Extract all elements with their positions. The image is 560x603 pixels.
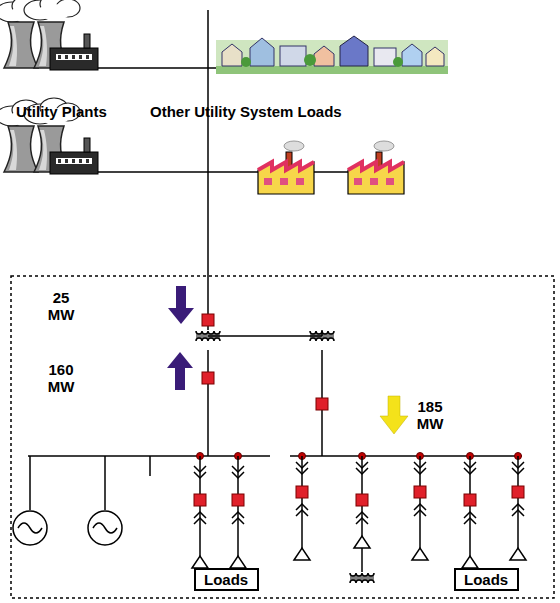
drawout-contact [414, 510, 426, 516]
one-line-diagram [310, 331, 334, 341]
feeder-group [192, 453, 526, 573]
load-symbol [412, 548, 428, 560]
power-value: 160 MW [38, 361, 84, 395]
one-line-diagram [202, 372, 214, 384]
one-line-diagram [202, 314, 214, 326]
facility-wires [149, 456, 151, 476]
drawout-contact [464, 518, 476, 524]
drawout-contact [232, 518, 244, 524]
drawout-contact [356, 468, 368, 474]
load-symbol [462, 556, 478, 568]
facility-wires [28, 320, 522, 510]
town-illustration [426, 47, 444, 66]
utility-wires [207, 10, 209, 314]
drawout-contact [194, 518, 206, 524]
load-label: Loads [204, 571, 249, 588]
circuit-breaker [414, 486, 426, 498]
one-line-diagram [350, 573, 374, 583]
drawout-contact [232, 472, 244, 478]
drawout-contact [296, 468, 308, 474]
circuit-breaker [512, 486, 524, 498]
town-illustration [280, 46, 306, 66]
drawout-contact [194, 472, 206, 478]
town-illustration [250, 38, 274, 66]
flow-arrow-up [167, 352, 193, 390]
town-illustration [402, 44, 422, 66]
facility-wires [104, 456, 106, 510]
load-symbol [230, 556, 246, 568]
town-illustration [241, 57, 251, 67]
circuit-breaker [194, 494, 206, 506]
drawout-contact [296, 510, 308, 516]
drawout-contact [194, 466, 206, 472]
one-line-diagram [258, 141, 314, 194]
circuit-breaker [464, 494, 476, 506]
drawout-contact [414, 468, 426, 474]
utility-wires [96, 171, 258, 173]
facility-boundary [11, 276, 554, 598]
generator-symbol [88, 511, 122, 545]
facility-wires [28, 455, 270, 457]
circuit-breaker [296, 486, 308, 498]
one-line-diagram [348, 141, 404, 194]
town-illustration [216, 66, 448, 74]
utility-wires [96, 10, 348, 314]
circuit-breaker [232, 494, 244, 506]
town-illustration [340, 36, 368, 66]
drawout-contact [414, 462, 426, 468]
drawout-contact [512, 468, 524, 474]
drawout-contact [512, 462, 524, 468]
generator-symbol [13, 511, 122, 545]
facility-wires [208, 335, 322, 337]
one-line-diagram [196, 331, 220, 341]
drawout-contact [356, 518, 368, 524]
feeder-stroke [419, 456, 421, 548]
facility-wires [29, 456, 31, 510]
power-value: 185 MW [406, 398, 454, 432]
load-symbol [354, 536, 370, 548]
utility-wires [96, 67, 216, 69]
load-symbol [510, 548, 526, 560]
feeder-stroke [301, 456, 303, 548]
flow-arrow-out [380, 396, 408, 434]
area-label: Other Utility System Loads [150, 103, 342, 120]
one-line-diagram [0, 0, 98, 70]
drawout-contact [464, 462, 476, 468]
town-illustration [304, 54, 316, 66]
load-symbol [294, 548, 310, 560]
facility-wires [290, 455, 522, 457]
feeder-stroke [361, 548, 363, 572]
load-label: Loads [464, 571, 509, 588]
drawout-contact [296, 462, 308, 468]
load-box: Loads [194, 568, 259, 591]
town-illustration [222, 44, 242, 66]
load-box: Loads [454, 568, 519, 591]
town-illustration [314, 46, 334, 66]
drawout-contact [356, 462, 368, 468]
generator-symbol [13, 511, 47, 545]
load-symbol [192, 556, 208, 568]
circuit-breaker [356, 494, 368, 506]
feeder-stroke [517, 456, 519, 548]
generator-symbol [93, 523, 117, 533]
drawout-contact [232, 466, 244, 472]
flow-arrow-in [168, 286, 194, 324]
utility-wires [312, 171, 348, 173]
power-value: 25 MW [38, 289, 84, 323]
plant-label: Utility Plants [16, 103, 107, 120]
town-illustration [393, 57, 403, 67]
town-illustration [216, 36, 448, 74]
drawout-contact [464, 468, 476, 474]
town-illustration [374, 48, 396, 66]
drawout-contact [512, 510, 524, 516]
one-line-diagram [316, 398, 328, 410]
facility-wires [207, 350, 209, 456]
generator-symbol [18, 523, 42, 533]
